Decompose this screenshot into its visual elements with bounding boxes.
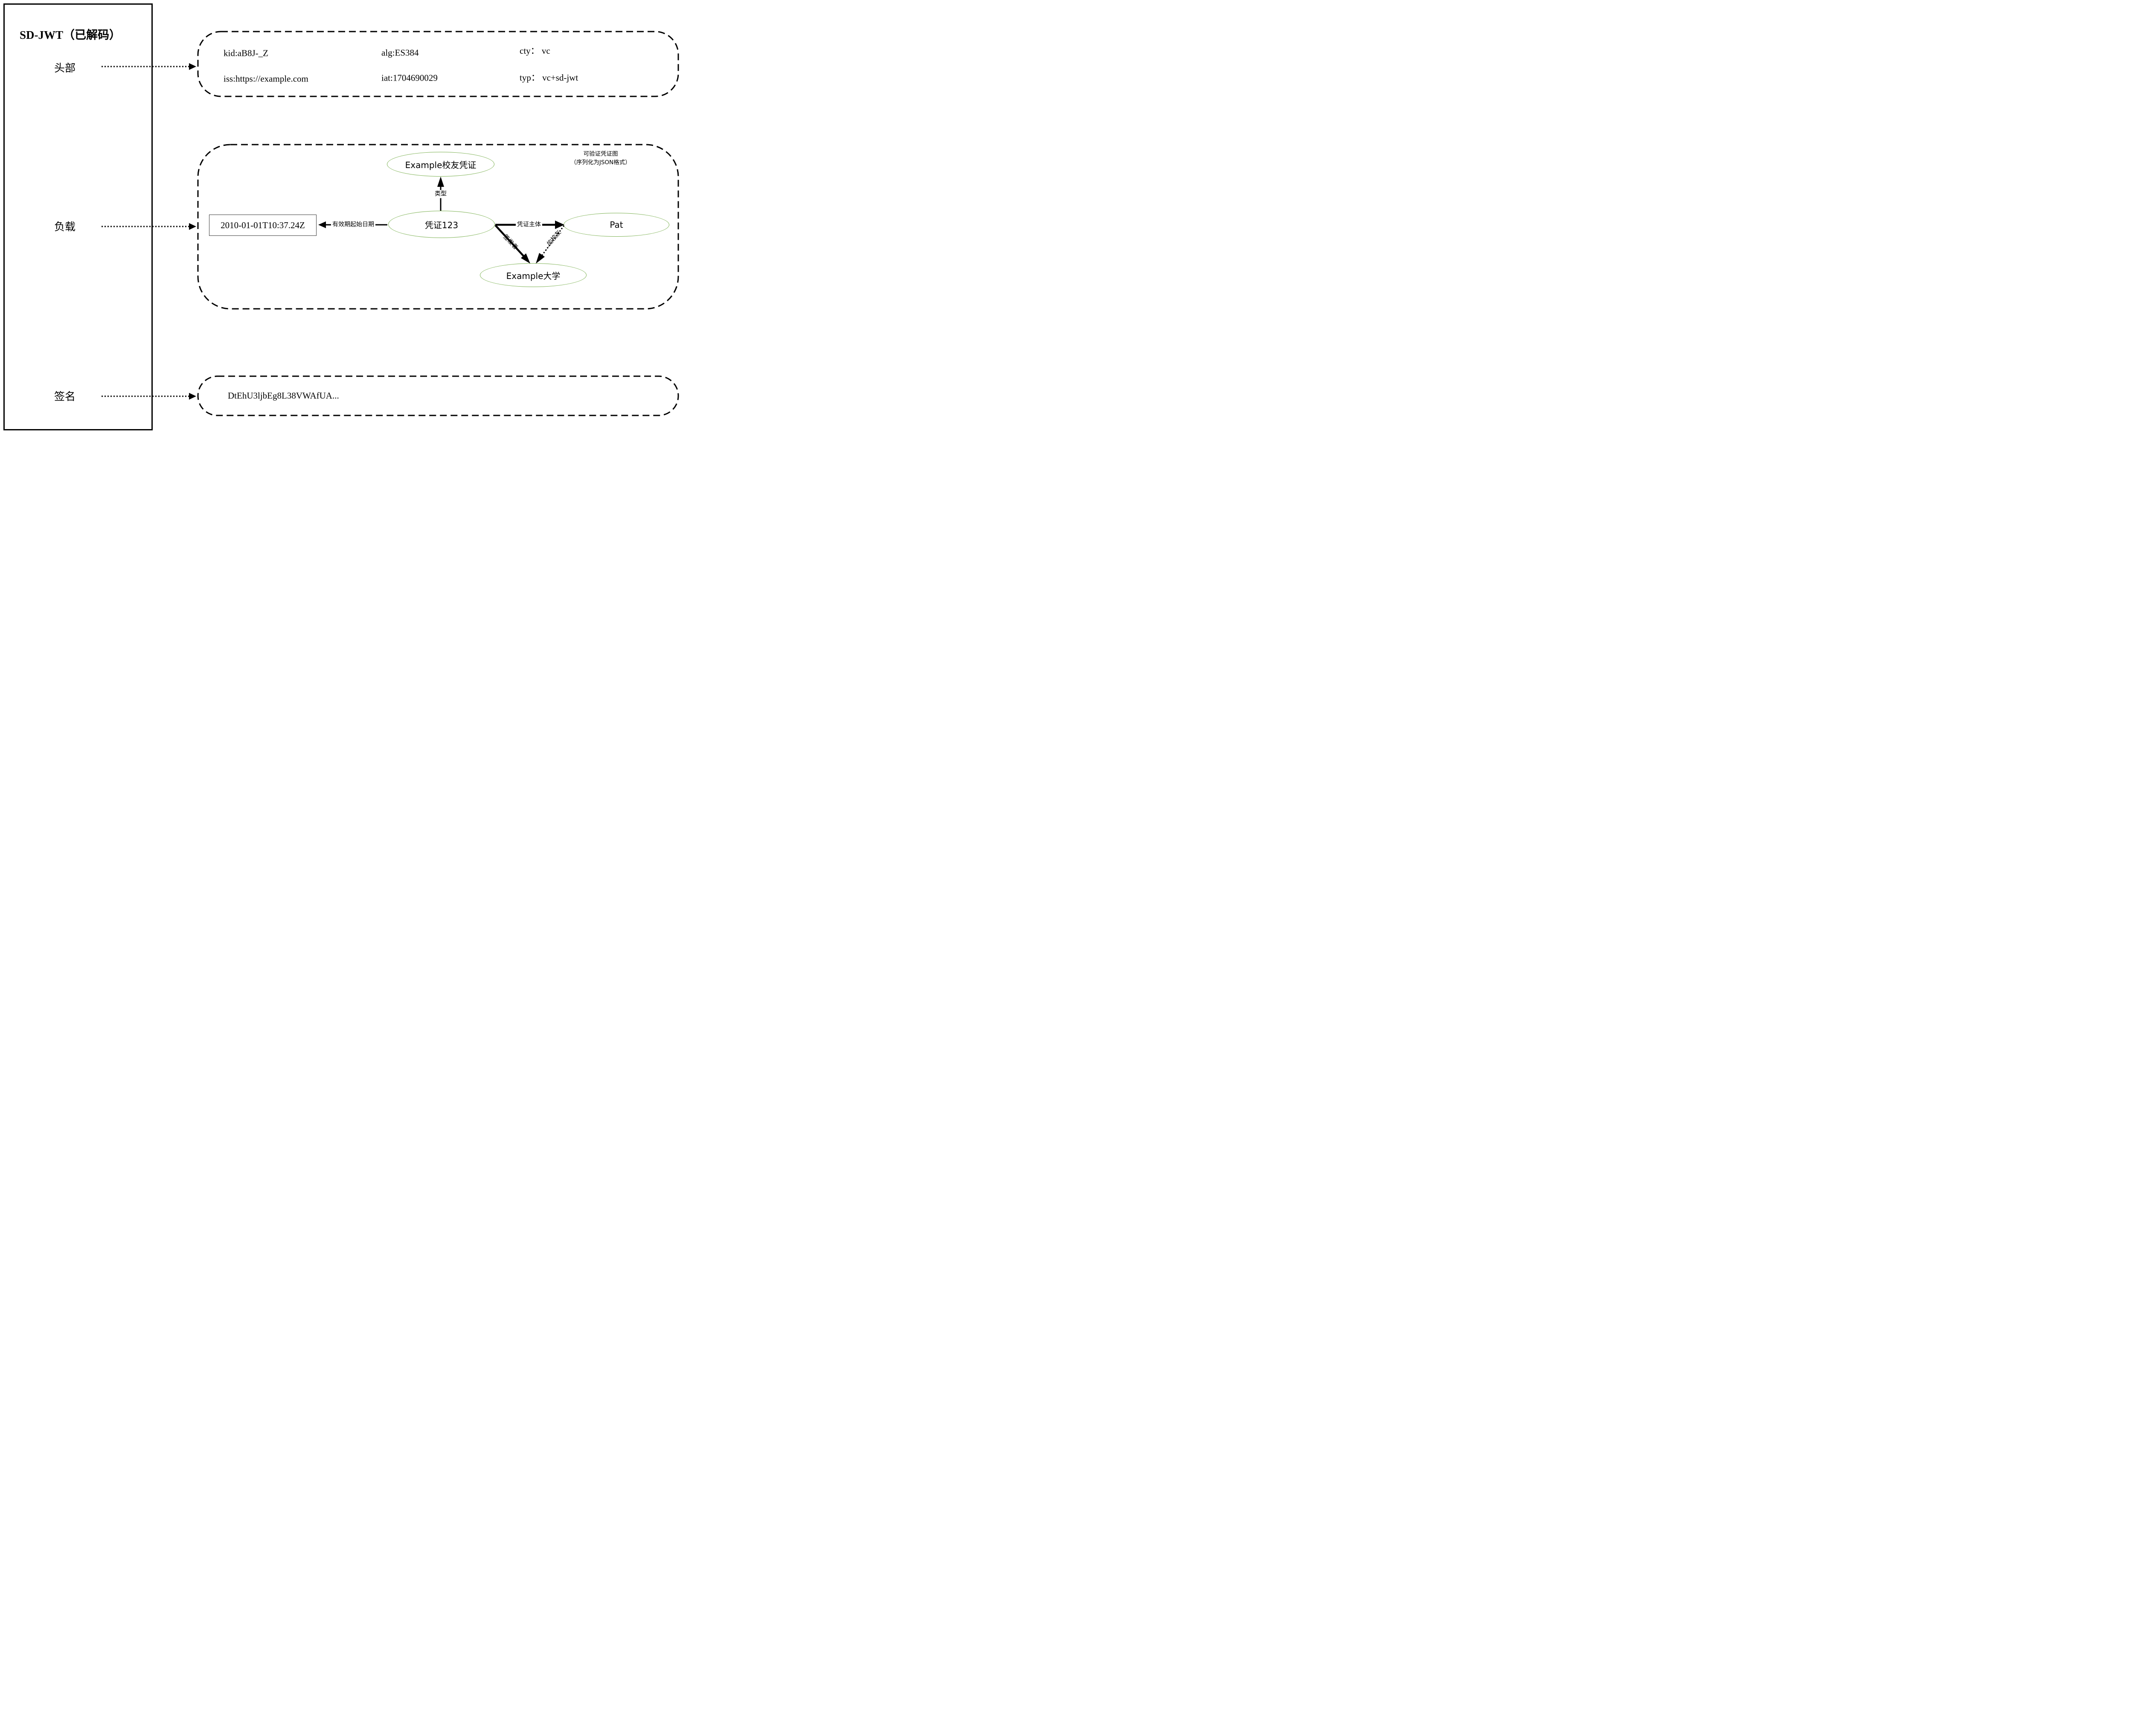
sidebar-label-signature: 签名 <box>54 391 76 403</box>
node-credential-type-label: Example校友凭证 <box>405 160 477 170</box>
edge-label-type: 类型 <box>433 190 448 198</box>
header-field-iat: iat:1704690029 <box>381 73 438 83</box>
payload-note: 可验证凭证图 （序列化为JSON格式） <box>570 150 631 167</box>
header-arrowhead <box>189 63 196 70</box>
edge-label-valid-from: 有效期起始日期 <box>331 221 375 229</box>
node-issuer-ellipse: Example大学 <box>480 263 587 287</box>
signature-arrowhead <box>189 393 196 400</box>
node-subject-ellipse: Pat <box>564 213 669 237</box>
issuer-arrowhead <box>521 253 530 264</box>
header-field-alg: alg:ES384 <box>381 47 419 58</box>
header-field-typ: typ： vc+sd-jwt <box>520 73 578 83</box>
type-arrowhead <box>437 177 444 187</box>
payload-note-line-2: （序列化为JSON格式） <box>570 159 631 166</box>
sidebar-label-payload: 负载 <box>54 221 76 233</box>
node-credential-label: 凭证123 <box>424 220 459 230</box>
page-title: SD-JWT（已解码） <box>20 29 121 41</box>
node-subject-label: Pat <box>610 220 623 230</box>
node-credential-ellipse: 凭证123 <box>388 211 495 238</box>
node-issuer-label: Example大学 <box>506 270 561 281</box>
header-box-outline <box>197 31 679 97</box>
edge-label-issuer: 签发者 <box>502 233 519 251</box>
sidebar-label-header: 头部 <box>54 63 76 74</box>
sidebar-panel <box>3 3 153 430</box>
signature-value: DtEhU3ljbEg8L38VWAfUA... <box>228 390 339 401</box>
valid-from-value: 2010-01-01T10:37.24Z <box>221 220 305 230</box>
sd-jwt-diagram: SD-JWT（已解码） 头部 负载 签名 Example校友凭证 凭证123 P… <box>0 0 687 434</box>
header-field-kid: kid:aB8J-_Z <box>224 48 268 58</box>
valid-from-box: 2010-01-01T10:37.24Z <box>209 215 317 236</box>
valid-from-arrowhead <box>318 221 326 228</box>
header-field-iss: iss:https://example.com <box>224 73 308 84</box>
node-credential-type-ellipse: Example校友凭证 <box>387 152 494 177</box>
subject-arrowhead <box>555 221 564 229</box>
alumni-arrowhead <box>536 253 545 264</box>
payload-arrowhead <box>189 223 196 230</box>
payload-note-line-1: 可验证凭证图 <box>583 151 618 157</box>
edge-label-subject: 凭证主体 <box>516 221 542 229</box>
edge-label-alumni: …的校友 <box>542 229 563 252</box>
header-field-cty: cty： vc <box>520 46 550 56</box>
